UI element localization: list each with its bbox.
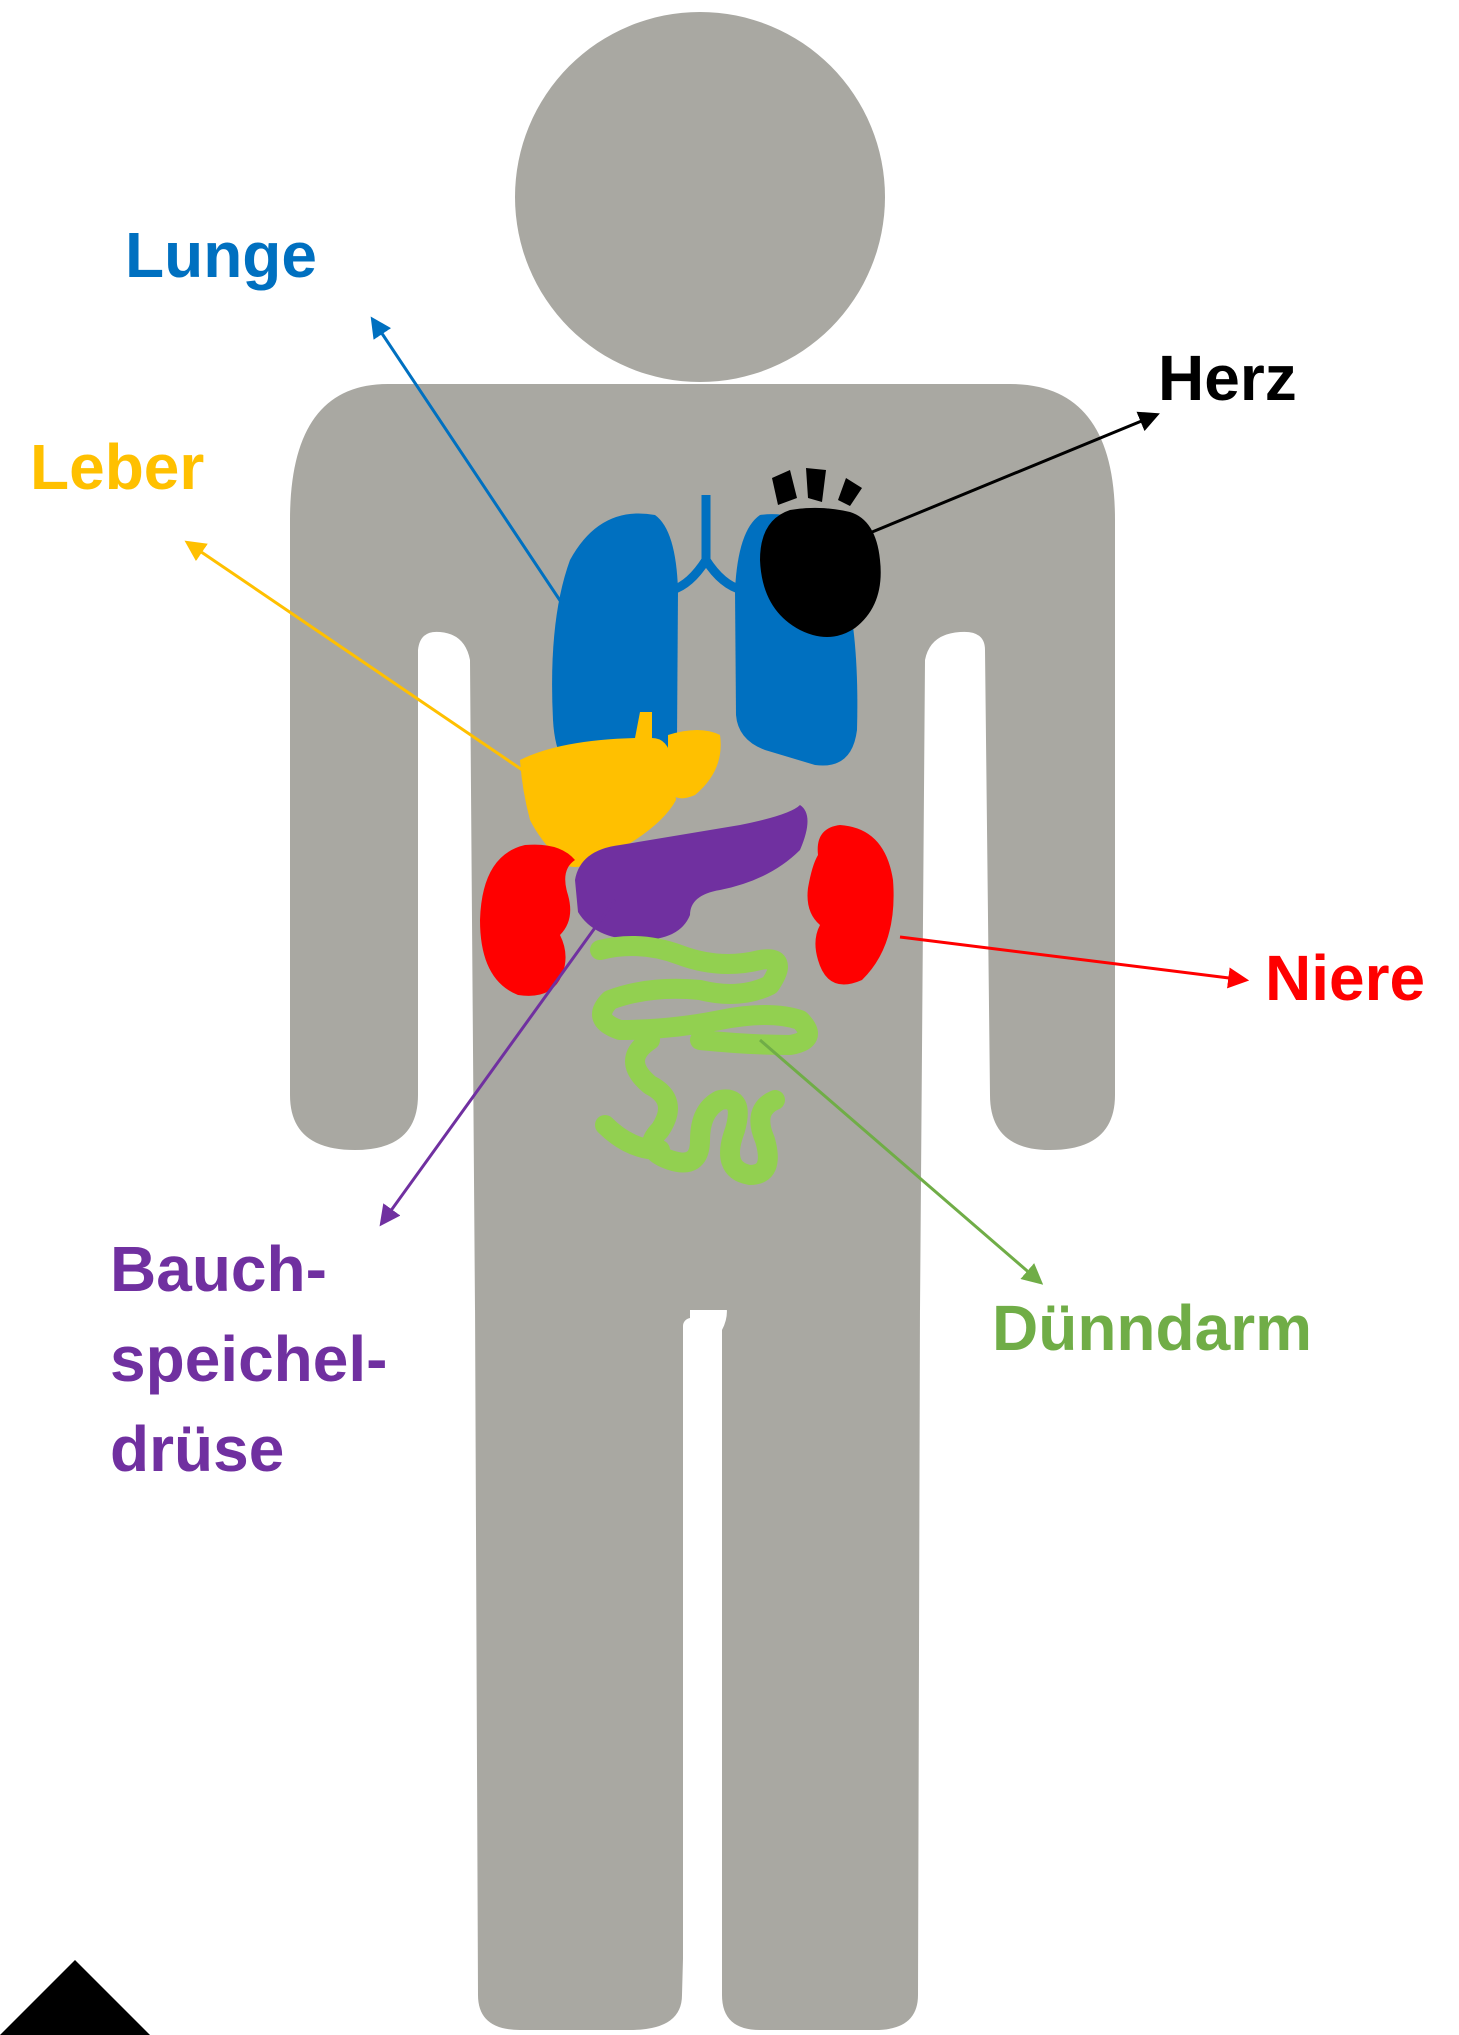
bauchspeicheldruese-label-line2: speichel-	[110, 1323, 387, 1395]
right-leg	[722, 1300, 920, 2030]
herz-label: Herz	[1158, 342, 1297, 414]
bauchspeicheldruese-label-line1: Bauch-	[110, 1233, 327, 1305]
duenndarm-label: Dünndarm	[992, 1292, 1312, 1364]
triangle-up-icon[interactable]	[0, 1960, 150, 2035]
head	[515, 12, 885, 382]
bauchspeicheldruese-label-line3: drüse	[110, 1413, 284, 1485]
crotch-gap	[683, 1318, 719, 2035]
leber-label: Leber	[30, 431, 204, 503]
niere-label: Niere	[1265, 942, 1425, 1014]
left-leg	[475, 1300, 700, 2030]
lunge-label: Lunge	[125, 219, 317, 291]
